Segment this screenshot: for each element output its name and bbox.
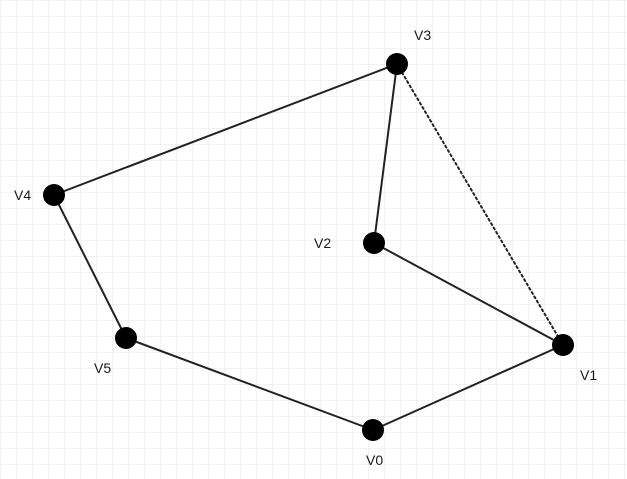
edges	[53, 63, 564, 431]
edge-v1-v2	[373, 242, 564, 346]
vertex-label-v0: V0	[366, 452, 383, 468]
vertex-label-v5: V5	[94, 360, 111, 376]
vertex-v1	[552, 334, 574, 356]
vertex-v4	[43, 184, 65, 206]
vertex-label-v2: V2	[314, 235, 331, 251]
edge-v3-v1-dotted	[396, 63, 564, 346]
edge-v4-v5	[53, 194, 127, 339]
vertex-v2	[363, 232, 385, 254]
edge-v5-v0	[125, 337, 374, 431]
edge-v2-v3	[373, 63, 398, 244]
vertex-v3	[386, 53, 408, 75]
vertex-v0	[362, 419, 384, 441]
vertex-label-v3: V3	[414, 27, 431, 43]
edge-v3-v4	[53, 63, 398, 196]
vertex-label-v4: V4	[14, 187, 31, 203]
vertex-label-v1: V1	[580, 367, 597, 383]
vertex-v5	[115, 327, 137, 349]
vertices	[43, 53, 574, 441]
edge-v0-v1	[372, 344, 564, 431]
